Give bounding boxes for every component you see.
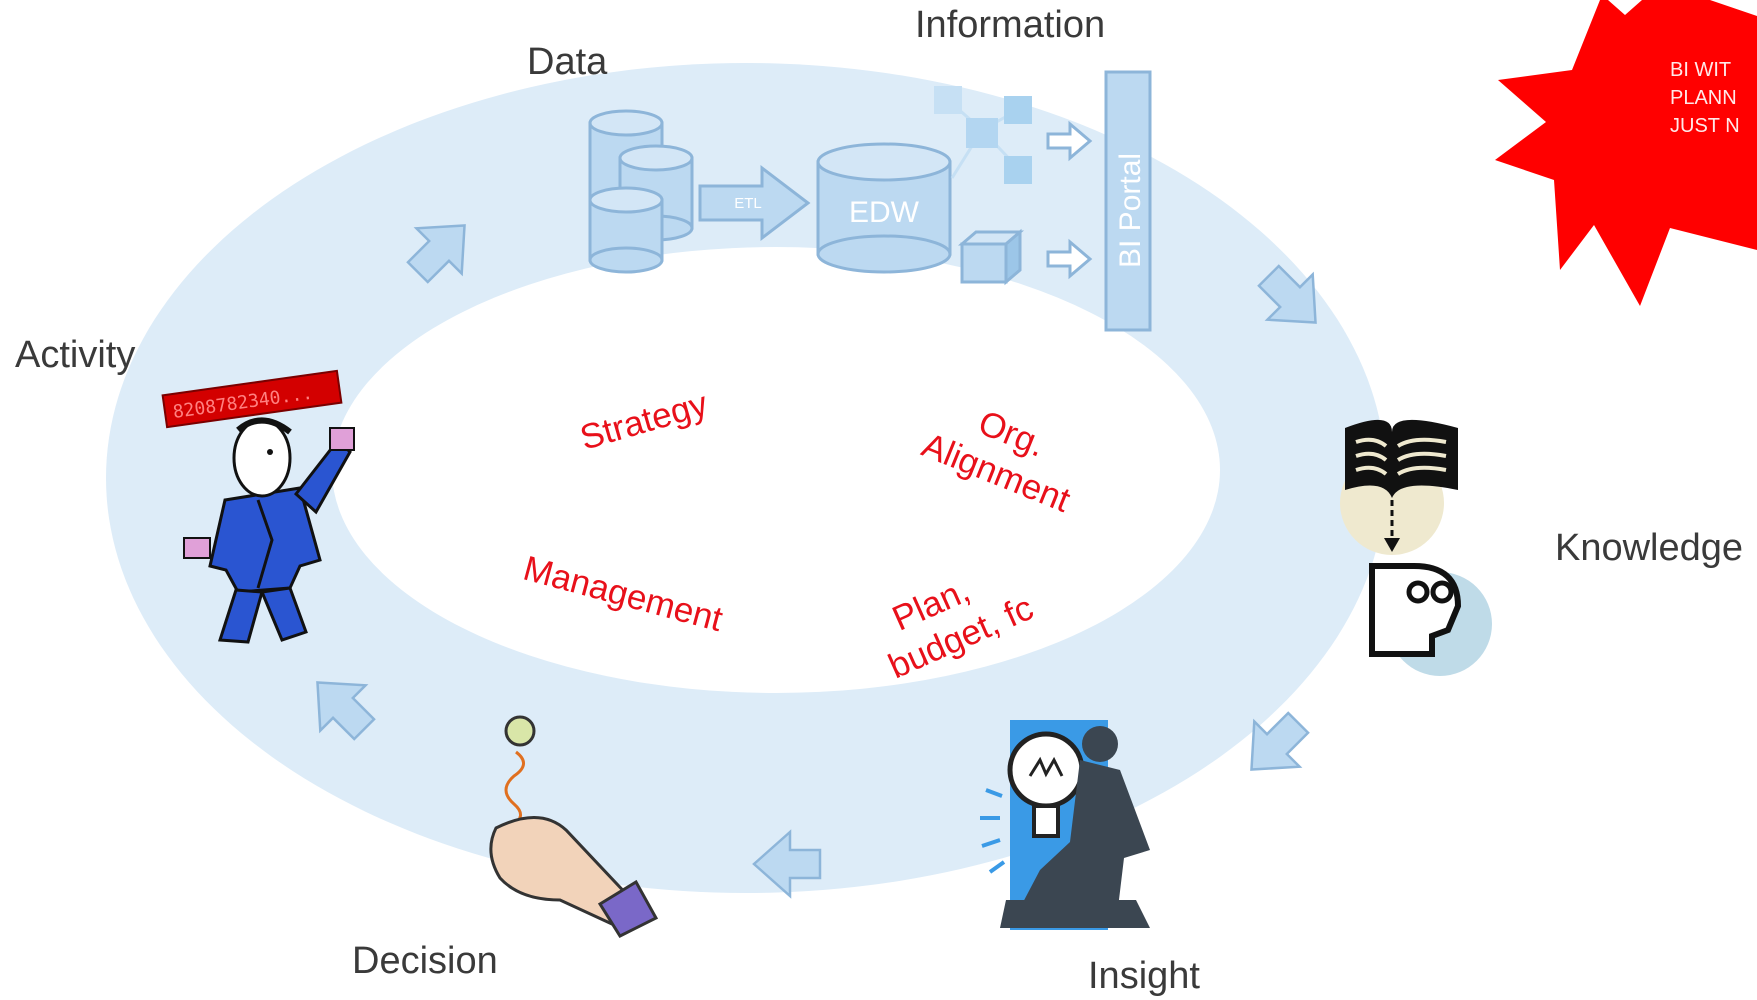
network-nodes-icon [934,86,1032,184]
edw-database-icon: EDW [816,142,952,274]
bi-portal-label: BI Portal [1114,153,1147,268]
coin-flip-hand-icon [489,715,659,938]
stage-data-label: Data [527,41,608,83]
edw-label: EDW [849,196,920,229]
stage-information-label: Information [915,4,1105,46]
arrow-knowledge-to-insight-icon [1250,711,1310,771]
stage-decision-label: Decision [352,940,498,982]
stage-activity-label: Activity [15,334,135,376]
lightbulb-man-icon [980,720,1150,930]
arrow-insight-to-decision-icon [752,829,822,899]
callout-line3: JUST N [1670,115,1740,137]
callout-line1: BI WIT [1670,59,1731,81]
source-databases-icon [588,109,694,274]
stage-insight-label: Insight [1088,955,1200,997]
bi-portal-bar: BI Portal [1104,70,1152,332]
arrow-decision-to-activity-icon [316,681,376,741]
stage-knowledge-label: Knowledge [1555,527,1743,569]
cycle-arrows [316,224,1317,899]
etl-label: ETL [734,195,762,212]
arrow-information-to-knowledge-icon [1257,264,1317,324]
callout-line2: PLANN [1670,87,1737,109]
olap-cube-icon [957,228,1025,286]
arrow-activity-to-data-icon [406,224,466,284]
book-to-head-icon [1340,419,1492,676]
portal-arrows-icon [1046,120,1093,280]
businessman-ticker-icon: 8208782340... [161,369,355,644]
starburst-callout: BI WIT PLANN JUST N [1495,0,1757,306]
etl-arrow-icon: ETL [698,164,811,242]
